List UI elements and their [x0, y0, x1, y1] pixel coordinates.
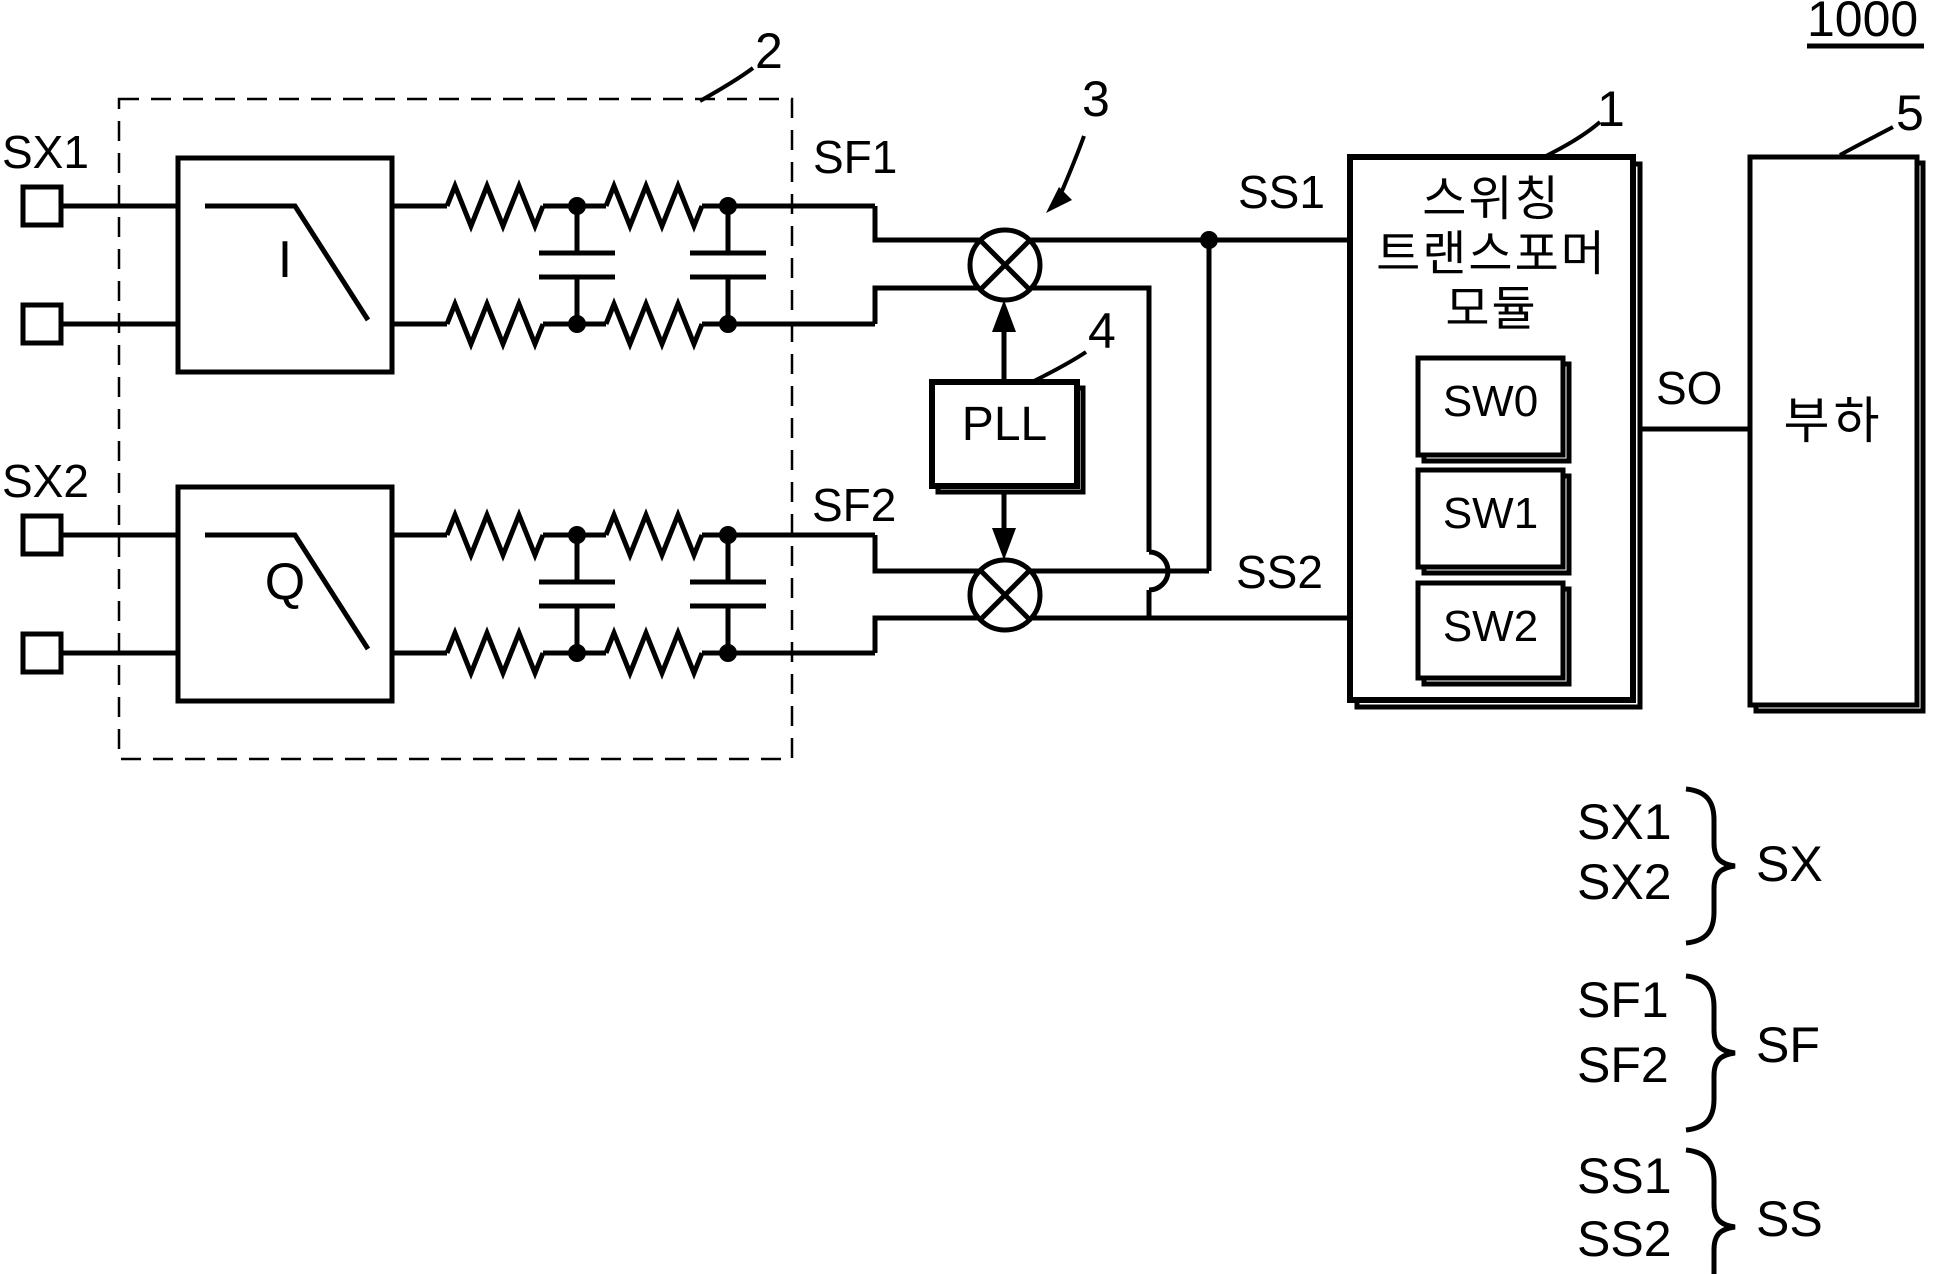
- mixer-1-x: [978, 238, 1032, 292]
- i-filter-label: I: [277, 231, 293, 289]
- resistor: [444, 626, 546, 680]
- signal-label-sf2: SF2: [812, 479, 897, 531]
- boxes: [20, 154, 1926, 714]
- legend-sx-member-1: SX1: [1577, 794, 1672, 850]
- junction-dots: [568, 197, 1218, 662]
- signal-label-so: SO: [1656, 362, 1723, 414]
- legend-sx-member-2: SX2: [1577, 854, 1672, 910]
- ref-number-1: 1: [1597, 81, 1625, 137]
- load-label: 부하: [1783, 393, 1884, 449]
- dashed-filter-boundary: [117, 97, 794, 761]
- resistor: [603, 297, 705, 351]
- ref-number-5: 5: [1896, 85, 1924, 141]
- resistor: [444, 179, 546, 233]
- wire-mixer1-minus: [1030, 285, 1152, 552]
- ref-leaders: [699, 66, 1894, 383]
- legend-sf-group: SF: [1756, 1017, 1820, 1073]
- resistor: [444, 508, 546, 562]
- sw2-label: SW2: [1442, 602, 1539, 651]
- terminal-sx1-plus: [20, 184, 64, 228]
- junction-dot: [719, 315, 737, 333]
- terminal-label-sx2: SX2: [2, 455, 89, 507]
- module-title-line1: 스위칭: [1422, 173, 1561, 226]
- ref-number-4: 4: [1088, 303, 1116, 359]
- ref-number-2: 2: [755, 23, 783, 79]
- ref-leader-5: [1839, 125, 1894, 157]
- terminal-sx2-plus: [20, 513, 64, 557]
- q-filter-label: Q: [264, 553, 306, 611]
- sw2-box: [1415, 580, 1566, 681]
- figure-number: 1000: [1807, 0, 1919, 47]
- junction-dot: [568, 315, 586, 333]
- legend-brace-sf: [1685, 973, 1736, 1133]
- sw0-box: [1415, 355, 1566, 458]
- mixers: [967, 227, 1043, 633]
- legend-brace-ss: [1685, 1147, 1736, 1274]
- module-title: 스위칭 트랜스포머 모듈: [1350, 172, 1633, 337]
- load-box: [1747, 154, 1920, 708]
- capacitor: [690, 535, 766, 653]
- signal-label-ss1: SS1: [1238, 166, 1325, 218]
- terminal-label-sx1: SX1: [2, 126, 89, 178]
- capacitor: [690, 206, 766, 324]
- module-title-line2: 트랜스포머: [1376, 228, 1607, 281]
- capacitor: [539, 206, 615, 324]
- ref-leader-1: [1545, 120, 1602, 158]
- legend-brace-sx: [1685, 786, 1736, 946]
- sw1-label: SW1: [1442, 489, 1539, 538]
- legend-ss-member-1: SS1: [1577, 1148, 1672, 1204]
- legend-sf-member-1: SF1: [1577, 972, 1669, 1028]
- signal-label-sf1: SF1: [813, 131, 898, 183]
- terminal-sx1-minus: [20, 302, 64, 346]
- junction-dot: [719, 197, 737, 215]
- ref-leader-3: [1060, 135, 1086, 192]
- junction-dot: [568, 644, 586, 662]
- lowpass-curve-icon: [205, 532, 371, 651]
- legend-ss-member-2: SS2: [1577, 1211, 1672, 1267]
- wire-mixer2-plus: [1030, 240, 1212, 574]
- sw0-label: SW0: [1442, 377, 1539, 426]
- legend-braces: [1685, 786, 1736, 1274]
- capacitor: [539, 535, 615, 653]
- junction-dot: [568, 197, 586, 215]
- pll-label: PLL: [961, 398, 1048, 451]
- junction-dot: [568, 526, 586, 544]
- resistor: [444, 297, 546, 351]
- legend-ss-group: SS: [1756, 1191, 1823, 1247]
- resistor: [603, 179, 705, 233]
- ref-number-3: 3: [1082, 71, 1110, 127]
- ref-leader-2: [699, 66, 755, 103]
- ref-3-arrowhead-icon: [1046, 187, 1072, 213]
- mixer-2-x: [978, 568, 1032, 622]
- legend-sf-member-2: SF2: [1577, 1037, 1669, 1093]
- legend-sx-group: SX: [1756, 836, 1823, 892]
- junction-dot: [719, 644, 737, 662]
- signal-label-ss2: SS2: [1236, 546, 1323, 598]
- module-title-line3: 모듈: [1445, 283, 1538, 336]
- q-filter-box: [175, 484, 395, 704]
- resistor: [603, 626, 705, 680]
- resistor: [603, 508, 705, 562]
- terminal-sx2-minus: [20, 631, 64, 675]
- arrowhead-up-icon: [992, 300, 1016, 332]
- lowpass-curve-icon: [205, 203, 371, 322]
- pll-box: [929, 379, 1080, 489]
- sw1-box: [1415, 467, 1566, 570]
- junction-dot-ss1: [1200, 231, 1218, 249]
- i-filter-box: [175, 155, 395, 375]
- junction-dot: [719, 526, 737, 544]
- ref-leader-4: [1033, 350, 1088, 383]
- arrowhead-down-icon: [992, 528, 1016, 560]
